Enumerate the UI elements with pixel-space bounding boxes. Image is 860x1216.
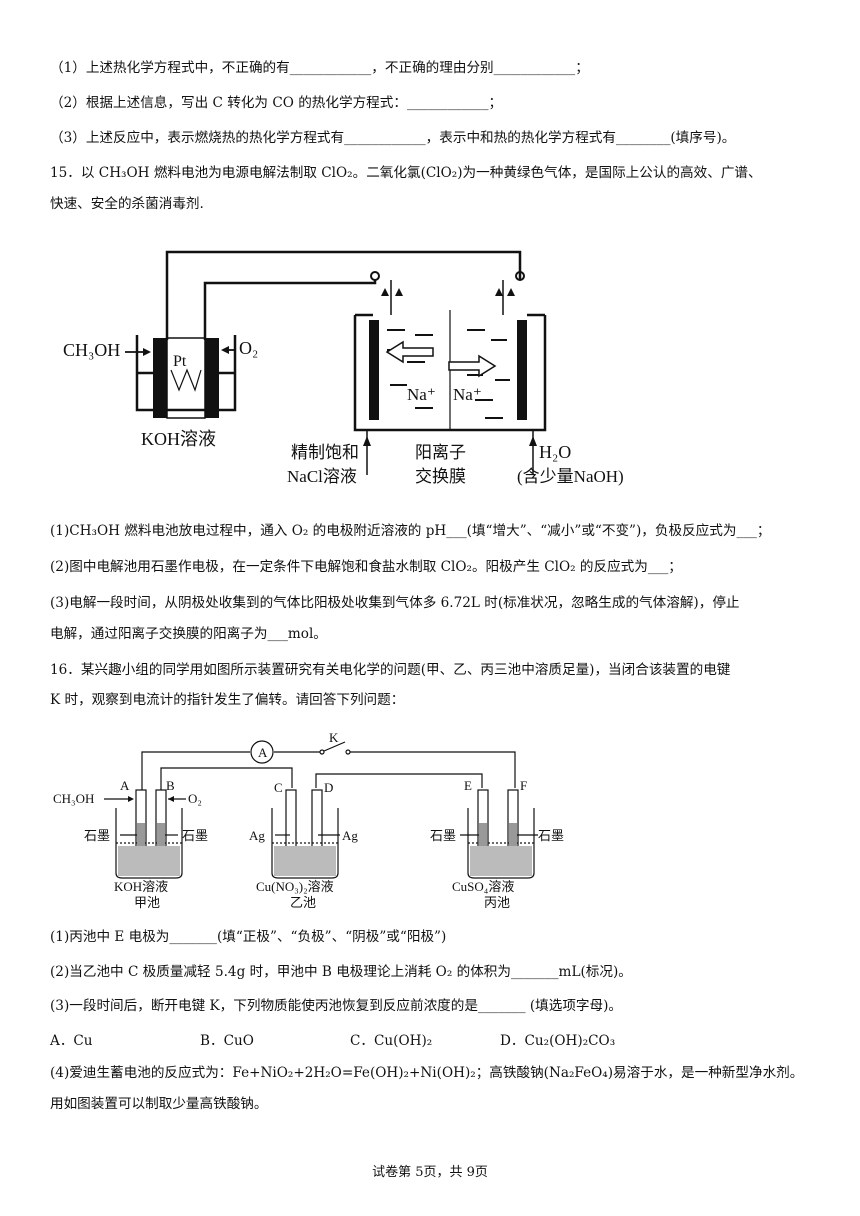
label-membrane-1: 阳离子 <box>415 443 466 462</box>
label-ag-2: Ag <box>342 828 358 843</box>
label-na-right: Na⁺ <box>453 385 482 404</box>
label-graphite-1: 石墨 <box>84 828 110 843</box>
question-15-stem-2: 快速、安全的杀菌消毒剂. <box>50 196 204 212</box>
label-cuso4-solution: CuSO₄溶液 <box>452 879 514 894</box>
wire-outer <box>165 250 522 340</box>
label-electrode-d: D <box>324 780 333 795</box>
option-b: B．CuO <box>200 1033 254 1049</box>
label-electrode-f: F <box>520 778 527 793</box>
label-koh-solution: KOH溶液 <box>114 879 168 894</box>
option-c: C．Cu(OH)₂ <box>350 1033 433 1049</box>
question-16-part-4b: 用如图装置可以制取少量高铁酸钠。 <box>50 1096 268 1112</box>
label-electrode-c: C <box>274 780 283 795</box>
fuel-cell-electrode-left <box>153 338 167 418</box>
question-16-stem-1: 16．某兴趣小组的同学用如图所示装置研究有关电化学的问题(甲、乙、丙三池中溶质足… <box>50 662 731 678</box>
label-membrane-2: 交换膜 <box>415 467 466 486</box>
beaker-bing <box>467 808 535 879</box>
label-ch3oh: CH₃OH <box>63 340 120 360</box>
cathode-electrode <box>517 320 527 420</box>
label-ch3oh-2: CH₃OH <box>53 791 94 806</box>
label-cuno3-solution: Cu(NO₃)₂溶液 <box>256 879 334 894</box>
label-h2o: H₂O <box>539 442 571 462</box>
page-footer: 试卷第 5页，共 9页 <box>372 1165 488 1180</box>
label-cell-bing: 丙池 <box>484 895 510 910</box>
label-ag-1: Ag <box>249 828 265 843</box>
option-a: A．Cu <box>50 1033 93 1049</box>
wire-inner <box>203 280 377 340</box>
label-cell-yi: 乙池 <box>290 895 316 910</box>
switch-k <box>323 741 346 752</box>
question-16-part-3: (3)一段时间后，断开电键 K，下列物质能使丙池恢复到反应前浓度的是______… <box>50 998 623 1014</box>
question-15-part-1: (1)CH₃OH 燃料电池放电过程中，通入 O₂ 的电极附近溶液的 pH___(… <box>50 523 771 539</box>
label-naoh: (含少量NaOH) <box>517 467 624 486</box>
question-15-stem-1: 15．以 CH₃OH 燃料电池为电源电解法制取 ClO₂。二氧化氯(ClO₂)为… <box>50 165 762 181</box>
line-q14-3: （3）上述反应中，表示燃烧热的热化学方程式有____________，表示中和热… <box>50 130 736 146</box>
question-15-part-3a: (3)电解一段时间，从阴极处收集到的气体比阳极处收集到气体多 6.72L 时(标… <box>50 595 740 611</box>
line-q14-1: （1）上述热化学方程式中，不正确的有____________，不正确的理由分别_… <box>50 60 589 76</box>
option-d: D．Cu₂(OH)₂CO₃ <box>500 1033 616 1049</box>
label-na-left: Na⁺ <box>407 385 436 404</box>
label-nacl-1: 精制饱和 <box>291 443 359 462</box>
figure-three-cells: A K CH₃OH O₂ A B C D E F 石墨 石墨 Ag Ag 石墨 … <box>53 730 564 910</box>
label-o2: O₂ <box>239 338 258 358</box>
arrow-right-hollow <box>448 354 497 378</box>
label-graphite-4: 石墨 <box>538 828 564 843</box>
question-15-part-3b: 电解，通过阳离子交换膜的阳离子为___mol。 <box>50 626 327 642</box>
label-nacl-2: NaCl溶液 <box>287 467 357 486</box>
question-15-part-2: (2)图中电解池用石墨作电极，在一定条件下电解饱和食盐水制取 ClO₂。阳极产生… <box>50 559 682 575</box>
label-koh: KOH溶液 <box>141 429 216 449</box>
beaker-yi <box>271 808 339 879</box>
label-pt: Pt <box>173 353 187 370</box>
question-16-part-1: (1)丙池中 E 电极为_______(填“正极”、“负极”、“阴极”或“阳极”… <box>50 929 447 945</box>
question-16-stem-2: K 时，观察到电流计的指针发生了偏转。请回答下列问题： <box>50 692 405 708</box>
ammeter-icon <box>250 740 274 764</box>
label-o2-2: O₂ <box>188 791 202 806</box>
question-16-part-2: (2)当乙池中 C 极质量减轻 5.4g 时，甲池中 B 电极理论上消耗 O₂ … <box>50 964 632 980</box>
anode-electrode <box>369 320 379 420</box>
label-graphite-3: 石墨 <box>430 828 456 843</box>
line-q14-2: （2）根据上述信息，写出 C 转化为 CO 的热化学方程式：__________… <box>50 95 503 111</box>
label-graphite-2: 石墨 <box>182 828 208 843</box>
label-k: K <box>329 730 339 745</box>
label-ammeter: A <box>258 745 268 760</box>
label-electrode-a: A <box>120 778 130 793</box>
fuel-cell-electrode-right <box>205 338 219 418</box>
label-electrode-b: B <box>166 778 175 793</box>
question-16-part-4a: (4)爱迪生蓄电池的反应式为：Fe+NiO₂+2H₂O=Fe(OH)₂+Ni(O… <box>50 1065 804 1081</box>
label-electrode-e: E <box>464 778 472 793</box>
label-cell-jia: 甲池 <box>134 895 160 910</box>
arrow-left-hollow <box>385 340 434 364</box>
beaker-jia <box>115 808 183 879</box>
figure-fuel-cell-electrolysis: CH₃OH Pt O₂ KOH溶液 Na⁺ Na⁺ 精制饱和 NaCl溶液 阳离… <box>63 250 624 486</box>
